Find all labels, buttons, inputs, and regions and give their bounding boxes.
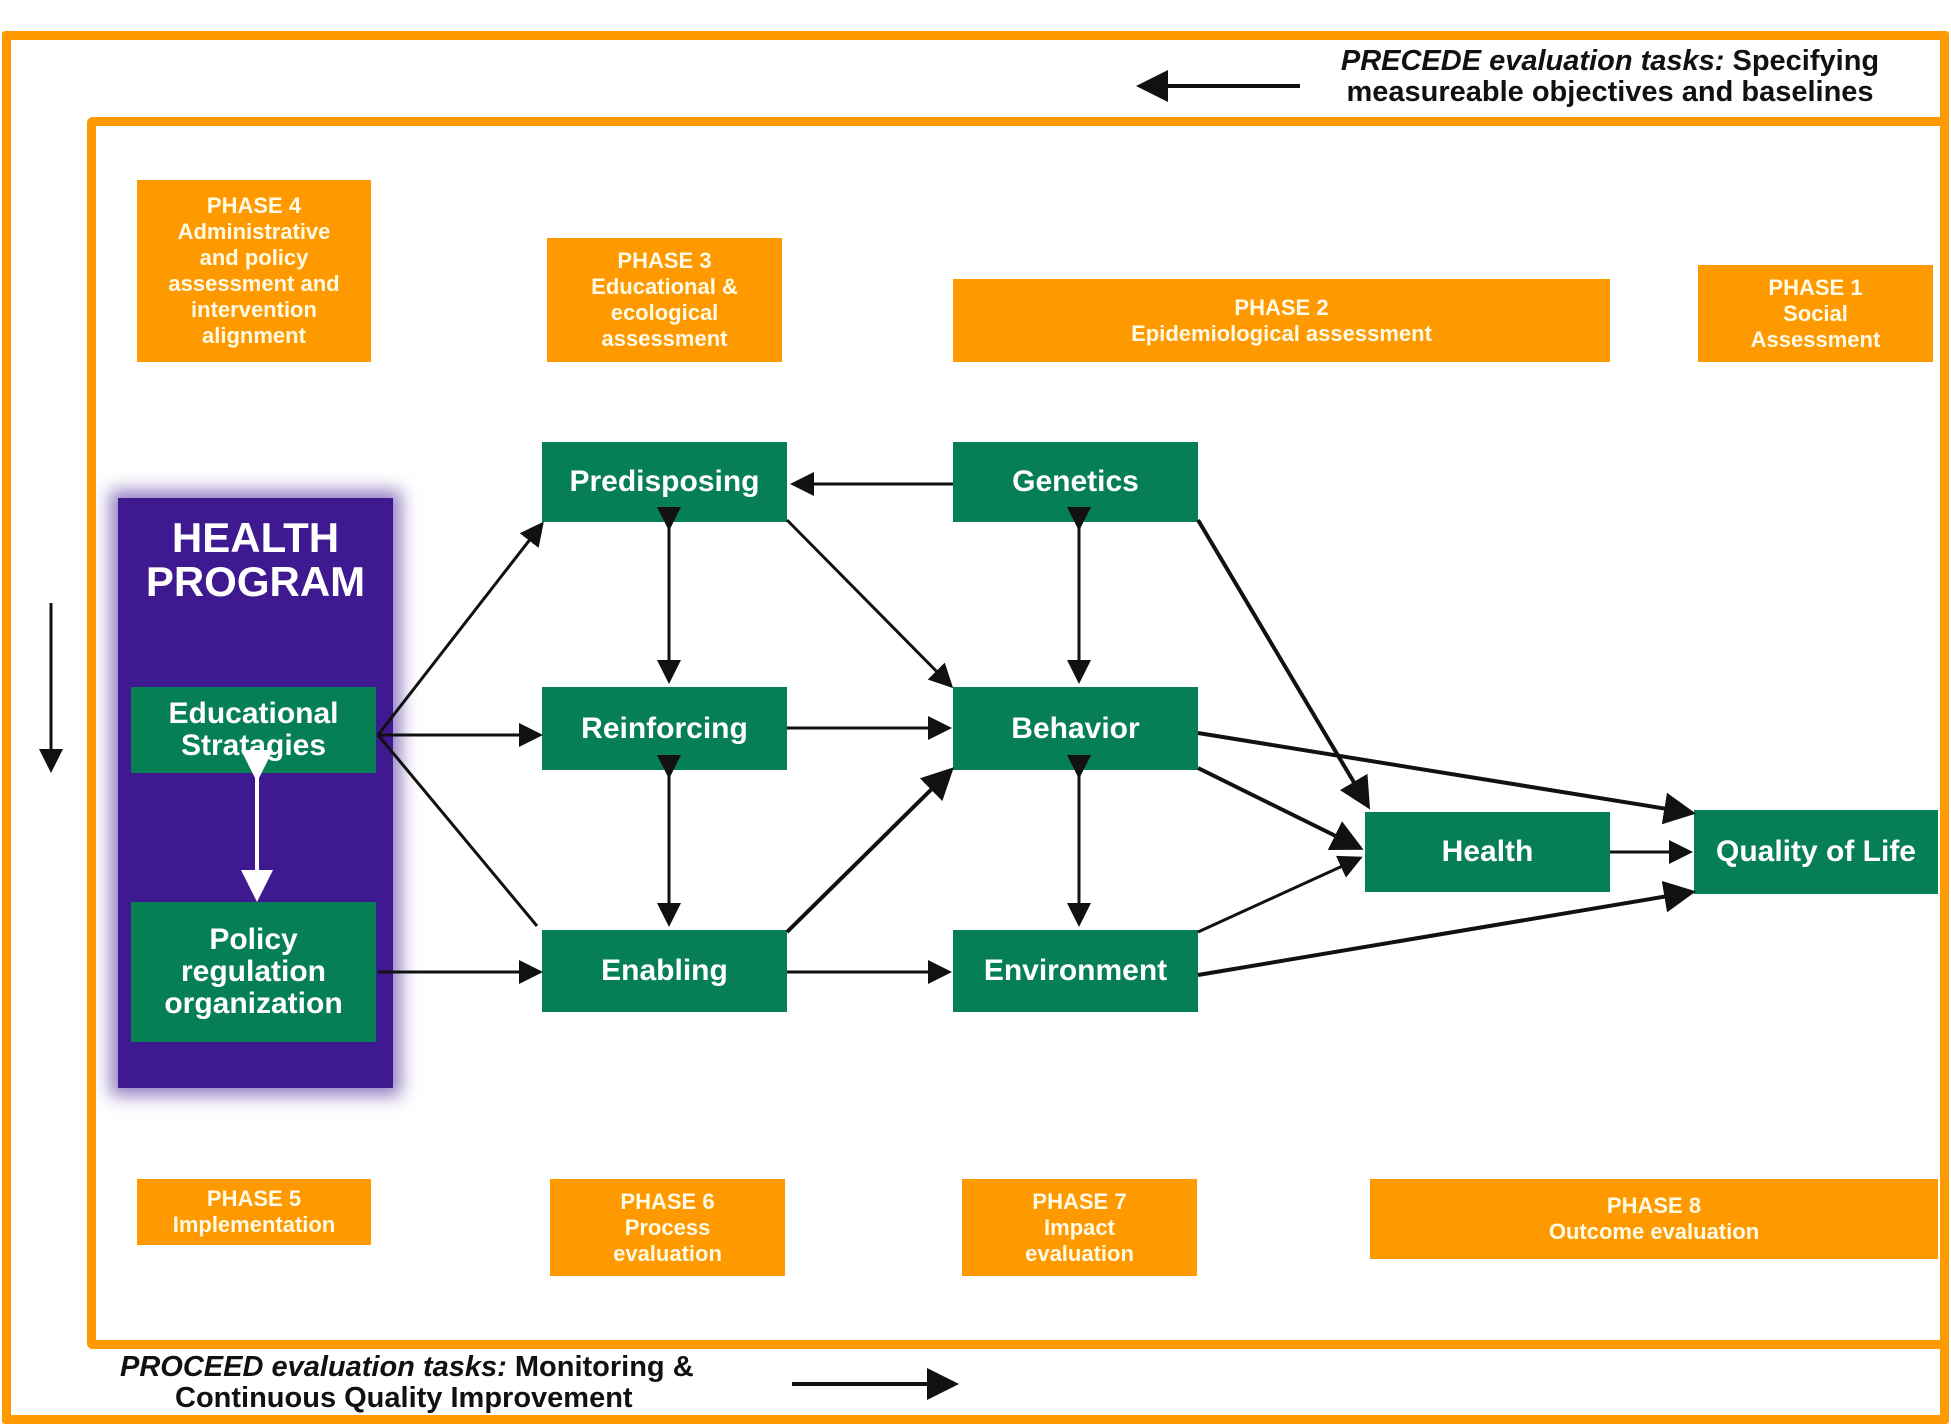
- environment-node: Environment: [953, 930, 1198, 1012]
- edu-to-predisposing-arrow: [376, 521, 544, 736]
- phase-6-desc: Process evaluation: [613, 1214, 722, 1266]
- phase-7-desc: Impact evaluation: [1025, 1214, 1134, 1266]
- phase-4-box: PHASE 4 Administrative and policy assess…: [137, 180, 371, 362]
- precede-label: PRECEDE evaluation tasks:: [1340, 45, 1725, 77]
- inner-frame: [87, 117, 1949, 1349]
- phase-3-name: PHASE 3: [617, 248, 712, 273]
- environment-to-health-arrow: [1197, 855, 1363, 934]
- phase-4-name: PHASE 4: [206, 193, 302, 218]
- phase-5-box: PHASE 5 Implementation: [137, 1179, 371, 1245]
- outer-frame: [2, 31, 1949, 1424]
- health-program-title: HEALTH PROGRAM: [145, 514, 366, 605]
- phase-3-box: PHASE 3 Educational & ecological assessm…: [547, 238, 782, 362]
- phase-5-name: PHASE 5: [206, 1186, 302, 1211]
- phase-6-box: PHASE 6 Process evaluation: [550, 1179, 785, 1276]
- phase-1-desc: Social Assessment: [1750, 300, 1881, 352]
- health-node: Health: [1365, 812, 1610, 892]
- phase-7-box: PHASE 7 Impact evaluation: [962, 1179, 1197, 1276]
- precede-caption: PRECEDE evaluation tasks: Specifying mea…: [1300, 46, 1920, 108]
- policy-regulation-node: Policy regulation organization: [131, 902, 376, 1042]
- predisposing-node: Predisposing: [542, 442, 787, 522]
- genetics-to-health-arrow: [1196, 518, 1371, 810]
- genetics-node: Genetics: [953, 442, 1198, 522]
- enabling-node: Enabling: [542, 930, 787, 1012]
- behavior-to-health-arrow: [1197, 766, 1364, 850]
- phase-2-box: PHASE 2 Epidemiological assessment: [953, 279, 1610, 362]
- predisposing-to-behavior-arrow: [785, 518, 954, 689]
- proceed-label-rest: Monitoring &: [506, 1351, 694, 1383]
- behavior-to-qol-arrow: [1197, 731, 1696, 825]
- proceed-label: PROCEED evaluation tasks:: [120, 1351, 507, 1383]
- edu-to-enabling-line: [376, 734, 539, 927]
- phase-8-name: PHASE 8: [1606, 1193, 1702, 1218]
- quality-of-life-node: Quality of Life: [1694, 810, 1938, 894]
- phase-8-box: PHASE 8 Outcome evaluation: [1370, 1179, 1938, 1259]
- phase-7-name: PHASE 7: [1032, 1188, 1127, 1214]
- proceed-line2: Continuous Quality Improvement: [175, 1382, 633, 1414]
- phase-6-name: PHASE 6: [620, 1188, 715, 1214]
- phase-5-desc: Implementation: [172, 1212, 336, 1237]
- phase-8-desc: Outcome evaluation: [1548, 1219, 1760, 1244]
- phase-1-box: PHASE 1 Social Assessment: [1698, 265, 1933, 362]
- phase-2-desc: Epidemiological assessment: [1131, 320, 1432, 346]
- enabling-to-behavior-arrow: [785, 767, 954, 934]
- phase-1-name: PHASE 1: [1768, 274, 1863, 300]
- proceed-caption: PROCEED evaluation tasks: Monitoring & C…: [120, 1352, 800, 1414]
- phase-4-desc: Administrative and policy assessment and…: [168, 219, 340, 348]
- environment-to-qol-arrow: [1197, 880, 1696, 977]
- precede-label-rest: Specifying: [1724, 45, 1880, 77]
- phase-2-name: PHASE 2: [1234, 294, 1329, 320]
- precede-line2: measureable objectives and baselines: [1346, 76, 1874, 108]
- phase-3-desc: Educational & ecological assessment: [591, 274, 738, 351]
- behavior-node: Behavior: [953, 687, 1198, 770]
